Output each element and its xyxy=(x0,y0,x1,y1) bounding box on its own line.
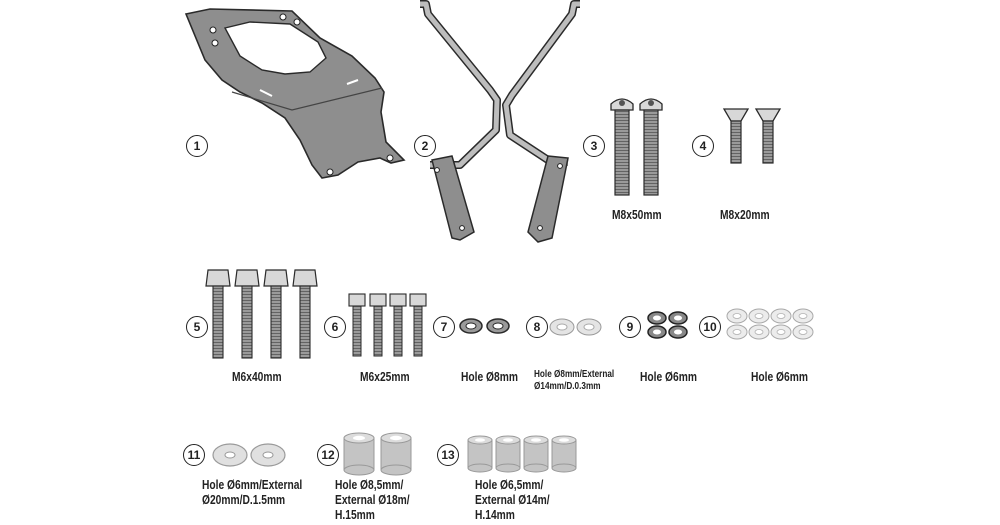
part-number-9: 9 xyxy=(619,316,641,338)
large-washers xyxy=(212,443,286,467)
flat-washers-6mm xyxy=(726,308,814,340)
part-number-10: 10 xyxy=(699,316,721,338)
spacers-14mm xyxy=(467,435,577,473)
part-label-13-line-2: External Ø14m/ xyxy=(475,493,550,507)
lock-washers-6mm xyxy=(647,311,688,339)
part-number-13: 13 xyxy=(437,444,459,466)
part-number-4: 4 xyxy=(692,135,714,157)
part-number-11: 11 xyxy=(183,444,205,466)
part-number-7: 7 xyxy=(433,316,455,338)
part-label-11: Hole Ø6mm/External Ø20mm/D.1.5mm xyxy=(202,478,302,508)
part-label-12-line-1: Hole Ø8,5mm/ xyxy=(335,478,404,492)
part-label-10: Hole Ø6mm xyxy=(751,370,808,384)
top-plate xyxy=(184,8,406,179)
part-label-8: Hole Ø8mm/External Ø14mm/D.0.3mm xyxy=(534,369,614,393)
part-number-6: 6 xyxy=(324,316,346,338)
part-number-3: 3 xyxy=(583,135,605,157)
lock-washers-8mm xyxy=(459,318,510,334)
part-number-1: 1 xyxy=(186,135,208,157)
part-number-8: 8 xyxy=(526,316,548,338)
part-label-13: Hole Ø6,5mm/ External Ø14m/ H.14mm xyxy=(475,478,550,523)
bolts-m8x50 xyxy=(610,98,663,196)
part-label-12-line-2: External Ø18m/ xyxy=(335,493,410,507)
part-label-11-line-1: Hole Ø6mm/External xyxy=(202,478,303,492)
part-number-12: 12 xyxy=(317,444,339,466)
part-label-6: M6x25mm xyxy=(360,370,410,384)
part-label-4: M8x20mm xyxy=(720,208,770,222)
part-label-5: M6x40mm xyxy=(232,370,282,384)
bolts-m6x40 xyxy=(205,269,318,359)
part-label-11-line-2: Ø20mm/D.1.5mm xyxy=(202,493,286,507)
part-label-9: Hole Ø6mm xyxy=(640,370,697,384)
part-number-5: 5 xyxy=(186,316,208,338)
flat-washers-8mm xyxy=(549,318,602,336)
part-label-13-line-3: H.14mm xyxy=(475,508,515,522)
part-label-13-line-1: Hole Ø6,5mm/ xyxy=(475,478,544,492)
part-label-7: Hole Ø8mm xyxy=(461,370,518,384)
part-label-8-line-1: Hole Ø8mm/External xyxy=(534,369,615,380)
part-number-2: 2 xyxy=(414,135,436,157)
spacers-15mm xyxy=(343,432,412,476)
part-label-12-line-3: H.15mm xyxy=(335,508,375,522)
part-label-8-line-2: Ø14mm/D.0.3mm xyxy=(534,381,601,392)
bolts-m6x25 xyxy=(348,293,427,357)
part-label-3: M8x50mm xyxy=(612,208,662,222)
bolts-m8x20 xyxy=(722,108,782,164)
part-label-12: Hole Ø8,5mm/ External Ø18m/ H.15mm xyxy=(335,478,410,523)
side-brackets xyxy=(420,0,580,243)
